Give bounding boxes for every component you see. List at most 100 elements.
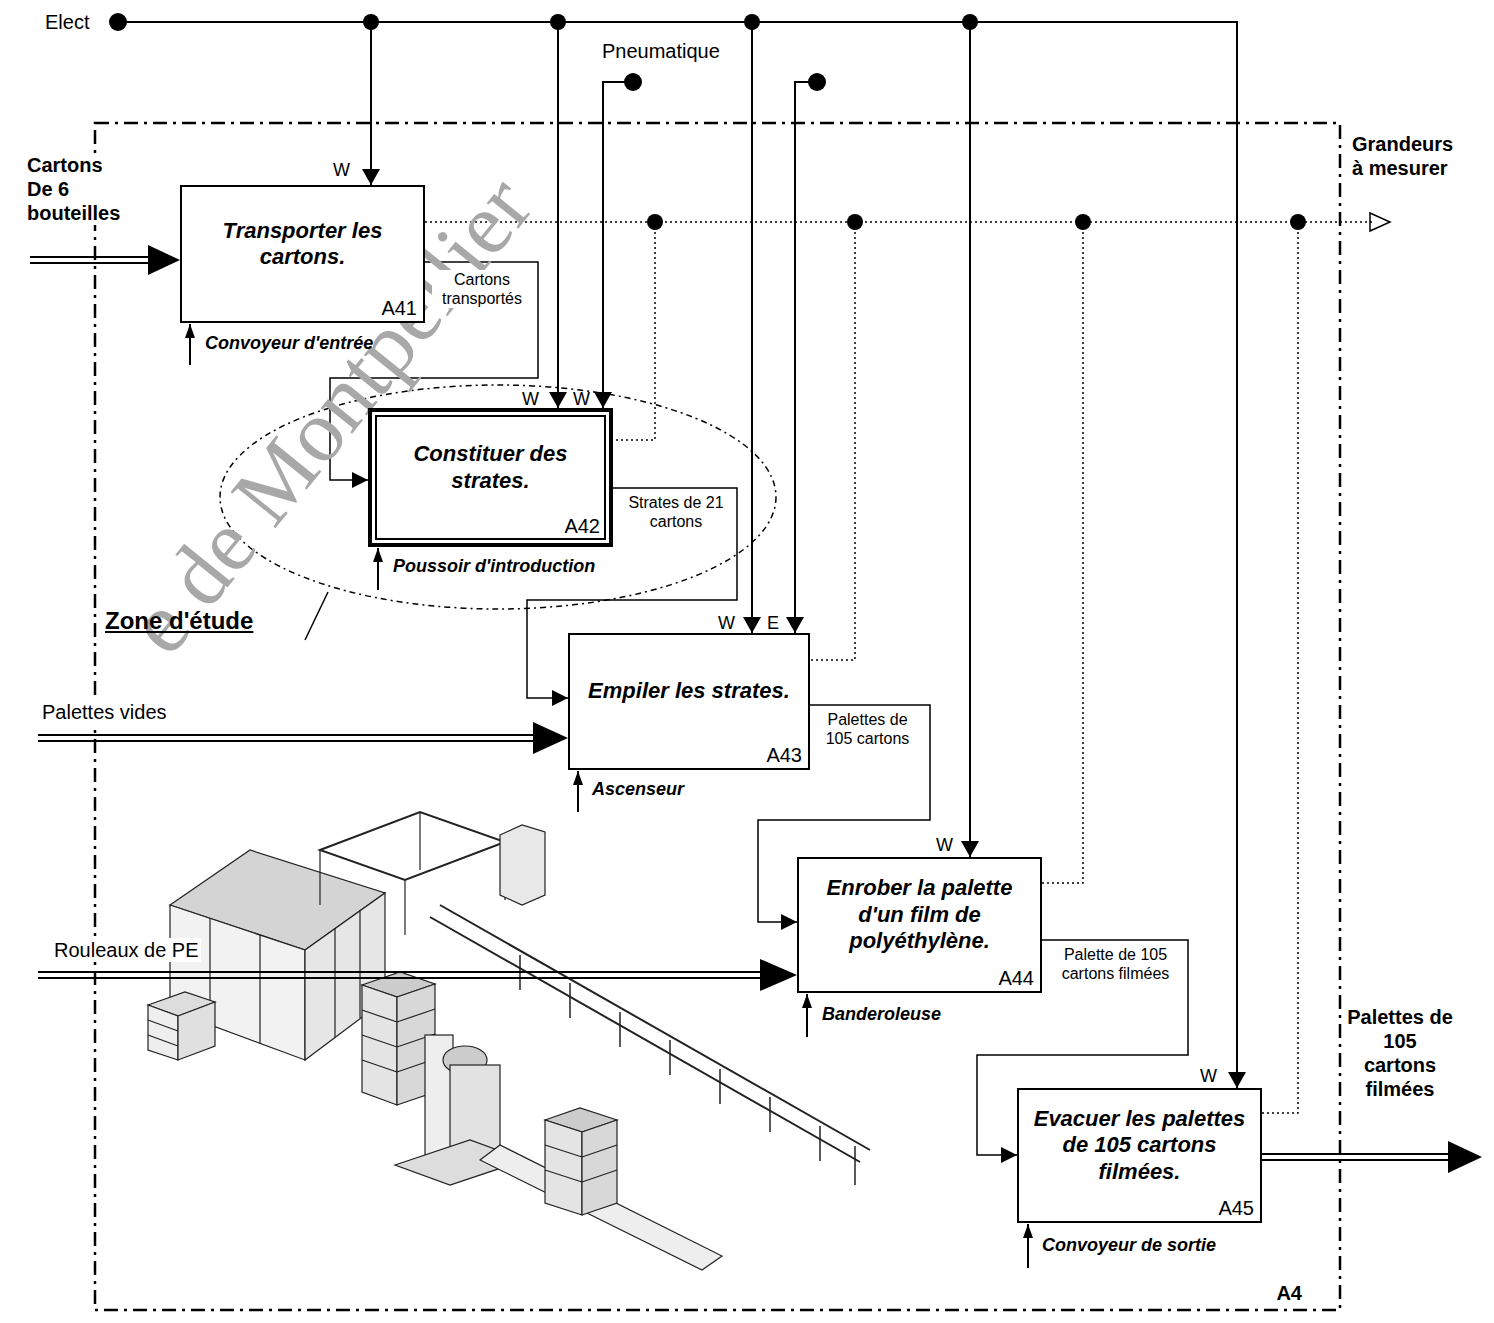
measure-line <box>810 222 855 660</box>
flow-arrow <box>30 245 1482 1173</box>
output-name: Grandeurs à mesurer <box>1352 132 1464 180</box>
pneumatic-wire <box>603 82 633 408</box>
flow-arrow <box>1262 1159 1450 1161</box>
junction-dot <box>962 14 978 30</box>
measure-line <box>1042 222 1083 883</box>
input-name: Palettes vides <box>40 700 169 724</box>
illustration <box>148 1035 178 1046</box>
frame-outline <box>95 123 1340 1310</box>
illustration <box>362 1060 397 1072</box>
mechanism-arrow <box>806 994 808 1037</box>
illustration <box>582 1145 617 1157</box>
flow-arrow <box>1448 1141 1482 1173</box>
flow-arrow <box>38 971 762 973</box>
function-box: Transporter les cartons. A41 <box>180 185 425 323</box>
frame-boundary: A4 Transporter les cartons. A41Constituer … <box>95 123 1340 1310</box>
pneumatic-wire <box>795 82 817 633</box>
flow-label: Palette de 105 cartons filmées <box>1048 945 1183 983</box>
flow-label: Strates de 21 cartons <box>617 493 735 531</box>
flow-arrow <box>533 722 568 754</box>
illustration <box>854 1146 856 1185</box>
illustration <box>359 910 360 1018</box>
mechanism-arrow <box>189 324 191 365</box>
illustration <box>545 1145 582 1157</box>
control-letter: W <box>333 160 350 182</box>
illustration <box>148 1020 178 1031</box>
zone-caption: Zone d'étude <box>105 607 253 636</box>
electric-wire <box>751 22 753 633</box>
function-name: Enrober la palette d'un film de polyéthy… <box>809 875 1030 954</box>
illustration <box>582 1170 617 1182</box>
measure-arrowhead <box>1370 213 1390 231</box>
measure-line <box>425 222 1372 1113</box>
flow-arrow <box>30 262 150 264</box>
mechanism-arrow <box>1027 1224 1029 1268</box>
illustration <box>397 1009 435 1022</box>
illustration <box>769 1097 771 1132</box>
pneumatic-wire <box>603 82 817 633</box>
electric-wire <box>118 22 1237 1088</box>
illustration <box>500 825 545 905</box>
control-letter: W <box>1200 1066 1217 1088</box>
electric-wire <box>370 22 372 185</box>
illustration <box>362 1035 397 1047</box>
illustration <box>170 905 305 1060</box>
junction-dot <box>550 14 566 30</box>
flow-arrow <box>30 256 150 258</box>
flow-arrow <box>760 959 797 991</box>
illustration <box>362 1010 397 1022</box>
mechanism-name: Convoyeur de sortie <box>1042 1235 1216 1257</box>
function-box: Constituer des strates.A42 <box>368 408 613 547</box>
flow-arrow <box>38 740 535 742</box>
illustration <box>148 812 870 1270</box>
illustration <box>178 1002 215 1060</box>
flow-arrow <box>38 734 535 736</box>
electric-wire <box>118 22 1237 1088</box>
leader-line <box>305 592 328 640</box>
node-code: A44 <box>998 967 1034 989</box>
illustration <box>569 983 571 1018</box>
illustration <box>545 1170 582 1182</box>
illustration <box>819 1126 821 1161</box>
input-name: Cartons De 6 bouteilles <box>25 153 129 225</box>
illustration <box>419 812 420 870</box>
illustration <box>669 1040 671 1075</box>
illustration <box>320 812 505 880</box>
node-code: A42 <box>564 515 600 537</box>
flow-arrow <box>38 977 762 979</box>
illustration <box>404 880 405 935</box>
mechanism-name: Poussoir d'introduction <box>393 556 595 578</box>
node-code: A45 <box>1218 1197 1254 1219</box>
illustration <box>619 1012 621 1047</box>
node-code: A41 <box>381 297 417 319</box>
wire-name: Pneumatique <box>602 39 720 63</box>
illustration <box>582 1120 617 1215</box>
mechanism-name: Ascenseur <box>592 779 684 801</box>
diagram-code: A4 <box>1276 1282 1302 1304</box>
measure-line <box>1262 222 1298 1113</box>
function-name: Empiler les strates. <box>588 678 790 704</box>
function-box: Enrober la palette d'un film de polyéthy… <box>797 857 1042 993</box>
mechanism-name: Convoyeur d'entrée <box>205 333 373 355</box>
illustration <box>319 850 320 905</box>
illustration <box>259 935 260 1043</box>
illustration <box>719 1069 721 1104</box>
flow-label: Palettes de 105 cartons <box>815 710 920 748</box>
illustration <box>545 1120 582 1215</box>
control-letter: E <box>767 613 779 635</box>
measure-line <box>613 222 655 440</box>
input-name: Rouleaux de PE <box>52 938 201 962</box>
measure-line <box>425 221 1372 223</box>
electric-wire <box>557 22 559 408</box>
junction-dot <box>109 13 127 31</box>
flow-label: Cartons transportés <box>432 270 532 308</box>
illustration <box>362 985 397 1105</box>
wire-name: Elect <box>45 10 89 34</box>
function-name: Transporter les cartons. <box>192 218 413 271</box>
illustration <box>430 917 860 1162</box>
function-box: Empiler les strates.A43 <box>568 633 810 770</box>
mechanism-name: Banderoleuse <box>822 1004 941 1026</box>
illustration <box>334 928 335 1038</box>
junction-dot <box>744 14 760 30</box>
flow-arrow <box>1262 1153 1450 1155</box>
